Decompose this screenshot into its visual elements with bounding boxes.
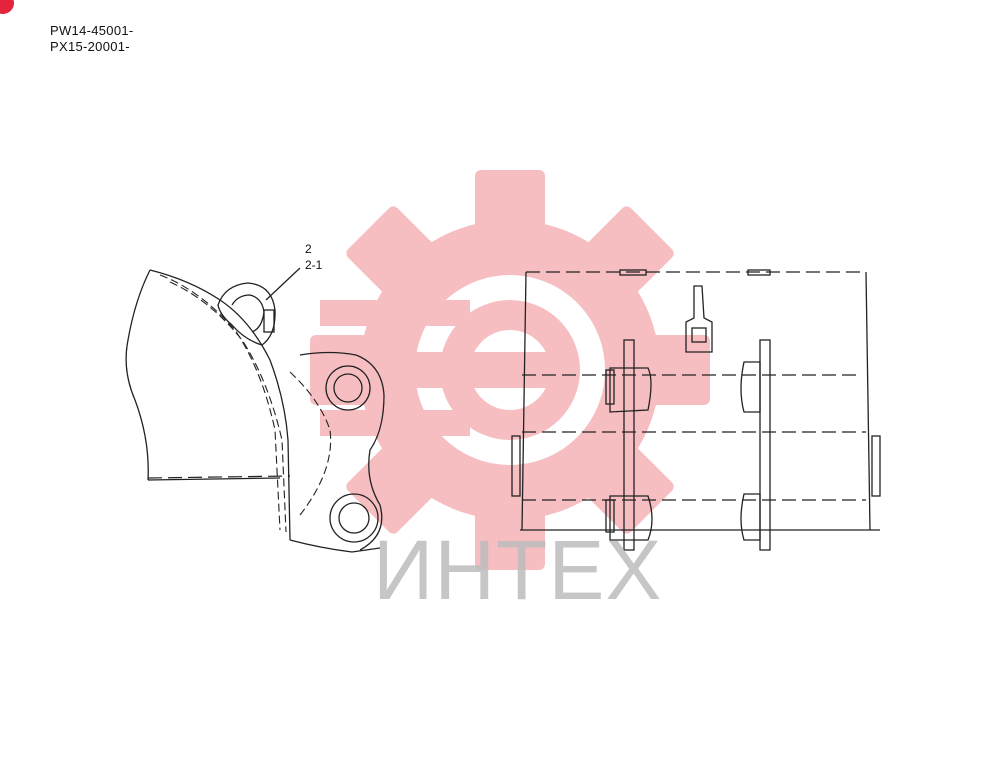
bucket-side-view (125, 267, 385, 553)
serial-numbers: PW14-45001- PX15-20001- (50, 23, 134, 55)
callout-label-2: 2-1 (305, 258, 323, 272)
gear-logo-icon (310, 170, 710, 570)
serial-line-1: PW14-45001- (50, 23, 134, 38)
serial-line-2: PX15-20001- (50, 39, 130, 54)
watermark-text: ИНТЕХ (373, 523, 663, 617)
bucket-front-view (511, 269, 881, 551)
part-callout: 2 2-1 (305, 241, 322, 273)
corner-badge (0, 0, 14, 14)
callout-label-1: 2 (305, 242, 312, 256)
